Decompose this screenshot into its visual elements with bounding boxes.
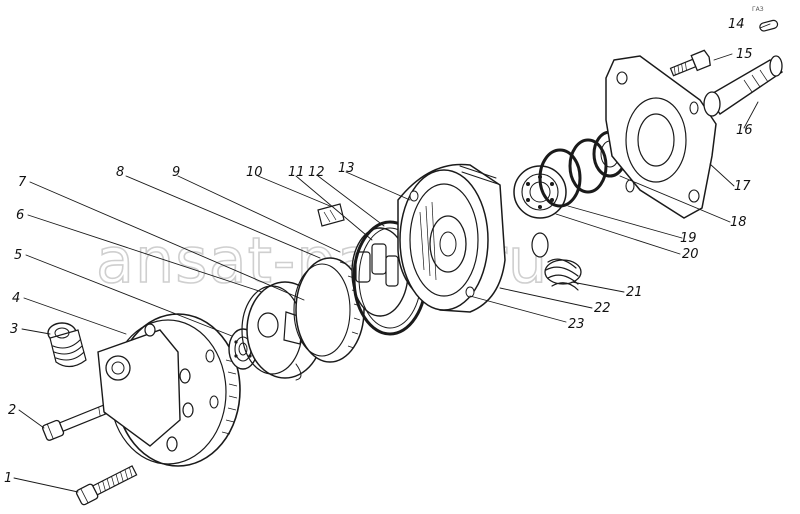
callout-12: 12 [308, 165, 325, 180]
part-1-bolt [75, 465, 138, 506]
callout-22: 22 [594, 301, 611, 316]
part-15-small-bolt [669, 49, 711, 77]
callout-19: 19 [680, 231, 697, 246]
part-10-key [317, 203, 345, 227]
part-21-spring [544, 258, 582, 291]
part-14-pin [759, 19, 779, 32]
callout-11: 11 [288, 165, 305, 180]
callout-4: 4 [12, 291, 20, 306]
callout-7: 7 [18, 175, 27, 190]
part-17-flange [605, 55, 717, 219]
callout-9: 9 [172, 165, 180, 180]
callout-17: 17 [734, 179, 751, 194]
callout-18: 18 [730, 215, 747, 230]
callout-21: 21 [626, 285, 643, 300]
part-3-threaded-plug [47, 322, 87, 368]
leader-lines [13, 23, 771, 493]
part-13-main-housing [397, 163, 549, 313]
part-16-shaft [703, 55, 784, 117]
callout-3: 3 [10, 322, 18, 337]
callout-13: 13 [338, 161, 355, 176]
callout-14: 14 [728, 17, 745, 32]
callout-labels: 1 2 3 4 5 6 7 8 9 10 11 12 13 14 15 16 1… [4, 17, 753, 486]
callout-2: 2 [8, 403, 16, 418]
callout-15: 15 [736, 47, 753, 62]
part-8-ring-sleeve [293, 257, 365, 363]
callout-16: 16 [736, 123, 753, 138]
part-4-housing-cover [97, 313, 241, 467]
callout-20: 20 [682, 247, 699, 262]
callout-1: 1 [4, 471, 12, 486]
callout-23: 23 [568, 317, 585, 332]
callout-6: 6 [16, 208, 24, 223]
corner-mark: ГАЗ [752, 6, 764, 13]
callout-5: 5 [14, 248, 22, 263]
callout-10: 10 [246, 165, 263, 180]
callout-8: 8 [116, 165, 124, 180]
